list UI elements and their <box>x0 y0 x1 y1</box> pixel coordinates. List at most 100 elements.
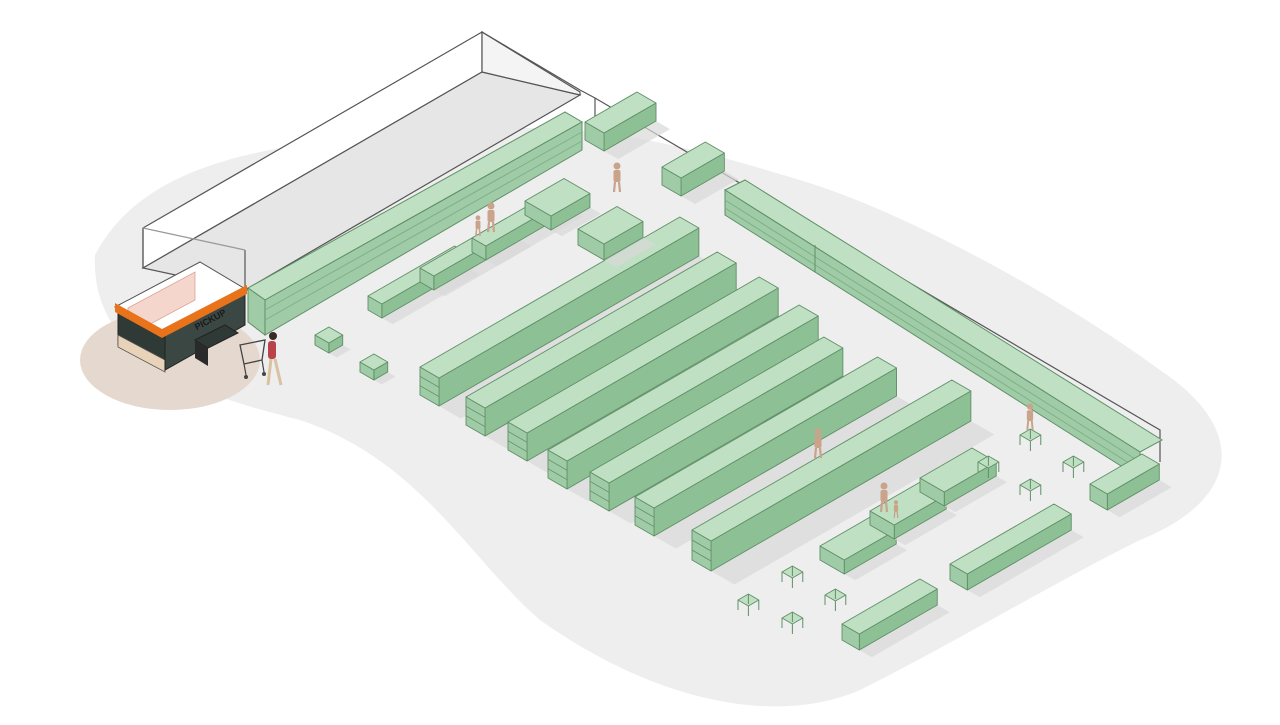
produce-table-1 <box>524 178 601 237</box>
kiosk-orange-band-front <box>115 303 162 338</box>
person-icon-1-body <box>613 170 621 182</box>
cooler-case-2-shadow <box>681 171 739 205</box>
pickup-kiosk: PICKUP <box>113 261 249 373</box>
person-icon-6 <box>893 500 899 519</box>
display-cube-2-top <box>359 353 389 371</box>
aisle-gondola-1-shelf-line <box>419 375 440 388</box>
produce-table-2-top <box>577 206 644 245</box>
aisle-gondola-6-shelf-line <box>634 505 655 518</box>
small-table-4 <box>781 565 804 588</box>
cooler-case-2 <box>661 141 739 205</box>
person-icon-7-body <box>1026 410 1034 421</box>
person-icon-3 <box>475 215 481 237</box>
display-cube-2 <box>359 353 396 385</box>
display-cube-1 <box>314 326 351 358</box>
aisle-gondola-5-shelf-line <box>589 490 610 503</box>
person-icon-3-head <box>475 215 481 221</box>
person-icon-7 <box>1026 403 1034 431</box>
person-icon-6-head <box>893 500 899 505</box>
aisle-gondola-5-top <box>589 336 844 484</box>
front-case-3 <box>1089 453 1172 518</box>
island-2-shadow <box>894 509 958 546</box>
person-icon-1 <box>612 162 622 193</box>
cooler-case-2-top <box>661 141 725 179</box>
aisle-gondola-6 <box>634 356 919 549</box>
cooler-case-1-shadow <box>604 121 671 160</box>
back-wall-shelving <box>247 111 584 337</box>
aisle-gondola-7-shelf-line <box>691 549 712 562</box>
aisle-gondola-5-shelf-line <box>589 480 610 493</box>
person-icon-6-body <box>893 504 899 512</box>
front-case-1-shadow <box>859 605 950 658</box>
person-icon-4 <box>813 428 823 459</box>
aisle-gondola-2-shelf-line <box>465 405 486 418</box>
aisle-gondola-6-shadow <box>654 396 919 549</box>
person-icon-3-legs <box>475 228 481 237</box>
person-icon-6-legs <box>893 511 899 519</box>
person-icon-2-head <box>487 202 495 210</box>
island-3-shadow <box>944 476 1008 513</box>
small-table-5 <box>977 455 1000 478</box>
aisle-gondola-2-shelf-line <box>465 415 486 428</box>
kiosk-orange-band-side <box>162 285 247 338</box>
person-icon-1-legs <box>612 181 622 193</box>
aisle-gondola-7 <box>691 379 995 585</box>
aisle-gondola-4-shelf-line <box>547 458 568 471</box>
small-table-2 <box>781 611 804 634</box>
display-cube-1-shadow <box>328 345 351 358</box>
small-table-3 <box>824 588 847 611</box>
kiosk-counter-front <box>195 340 208 366</box>
aisle-gondola-4-shelf-line <box>547 468 568 481</box>
produce-table-2 <box>577 206 656 268</box>
person-icon-2-legs <box>486 221 496 233</box>
island-1-shadow <box>844 544 908 581</box>
person-icon-2-body <box>487 210 495 222</box>
front-case-2 <box>949 503 1084 598</box>
produce-table-2-shadow <box>603 237 656 268</box>
person-icon-3-body <box>475 220 481 229</box>
aisle-gondola-7-shelf-line <box>691 539 712 552</box>
person-icon-5-head <box>880 482 888 490</box>
fixtures-layer <box>314 91 1172 658</box>
person-icon-4-head <box>814 428 822 436</box>
aisle-gondola-3-shelf-line <box>507 430 528 443</box>
person-icon-7-legs <box>1026 420 1034 431</box>
front-case-3-top <box>1089 453 1160 495</box>
aisle-gondola-6-top <box>634 356 897 509</box>
produce-table-1-shadow <box>550 207 601 237</box>
person-icon-2 <box>486 202 496 233</box>
person-icon-7-head <box>1026 403 1034 410</box>
person-icon-4-legs <box>813 447 823 459</box>
aisle-gondola-3-top <box>507 276 779 434</box>
front-case-3-shadow <box>1107 480 1172 518</box>
person-with-cart-icon <box>239 332 283 386</box>
small-table-6 <box>1019 478 1042 501</box>
right-wall-shelving <box>723 179 1163 479</box>
aisle-gondola-3-shelf-line <box>507 440 528 453</box>
aisle-gondola-7-shadow <box>711 421 995 585</box>
person-icon-5 <box>879 482 889 513</box>
front-case-1 <box>841 578 950 658</box>
island-3 <box>919 447 1008 513</box>
front-case-1-top <box>841 578 938 635</box>
back-wall <box>141 30 582 292</box>
cooler-case-1 <box>584 91 671 160</box>
small-table-7 <box>1062 455 1085 478</box>
person-icon-5-legs <box>879 501 889 513</box>
kiosk-base-left <box>117 334 166 373</box>
aisle-gondola-2-top <box>465 251 737 409</box>
person-icon-5-body <box>880 490 888 502</box>
small-table-1 <box>737 593 760 616</box>
small-table-8 <box>1019 428 1042 451</box>
front-case-2-top <box>949 503 1072 575</box>
aisle-gondola-6-shelf-line <box>634 515 655 528</box>
aisle-gondola-4-top <box>547 304 819 462</box>
front-case-2-shadow <box>967 530 1084 598</box>
person-icon-4-body <box>814 436 822 448</box>
person-icon-1-head <box>613 162 621 170</box>
aisle-gondola-1-shelf-line <box>419 385 440 398</box>
produce-table-1-top <box>524 178 591 217</box>
display-cube-1-top <box>314 326 344 344</box>
